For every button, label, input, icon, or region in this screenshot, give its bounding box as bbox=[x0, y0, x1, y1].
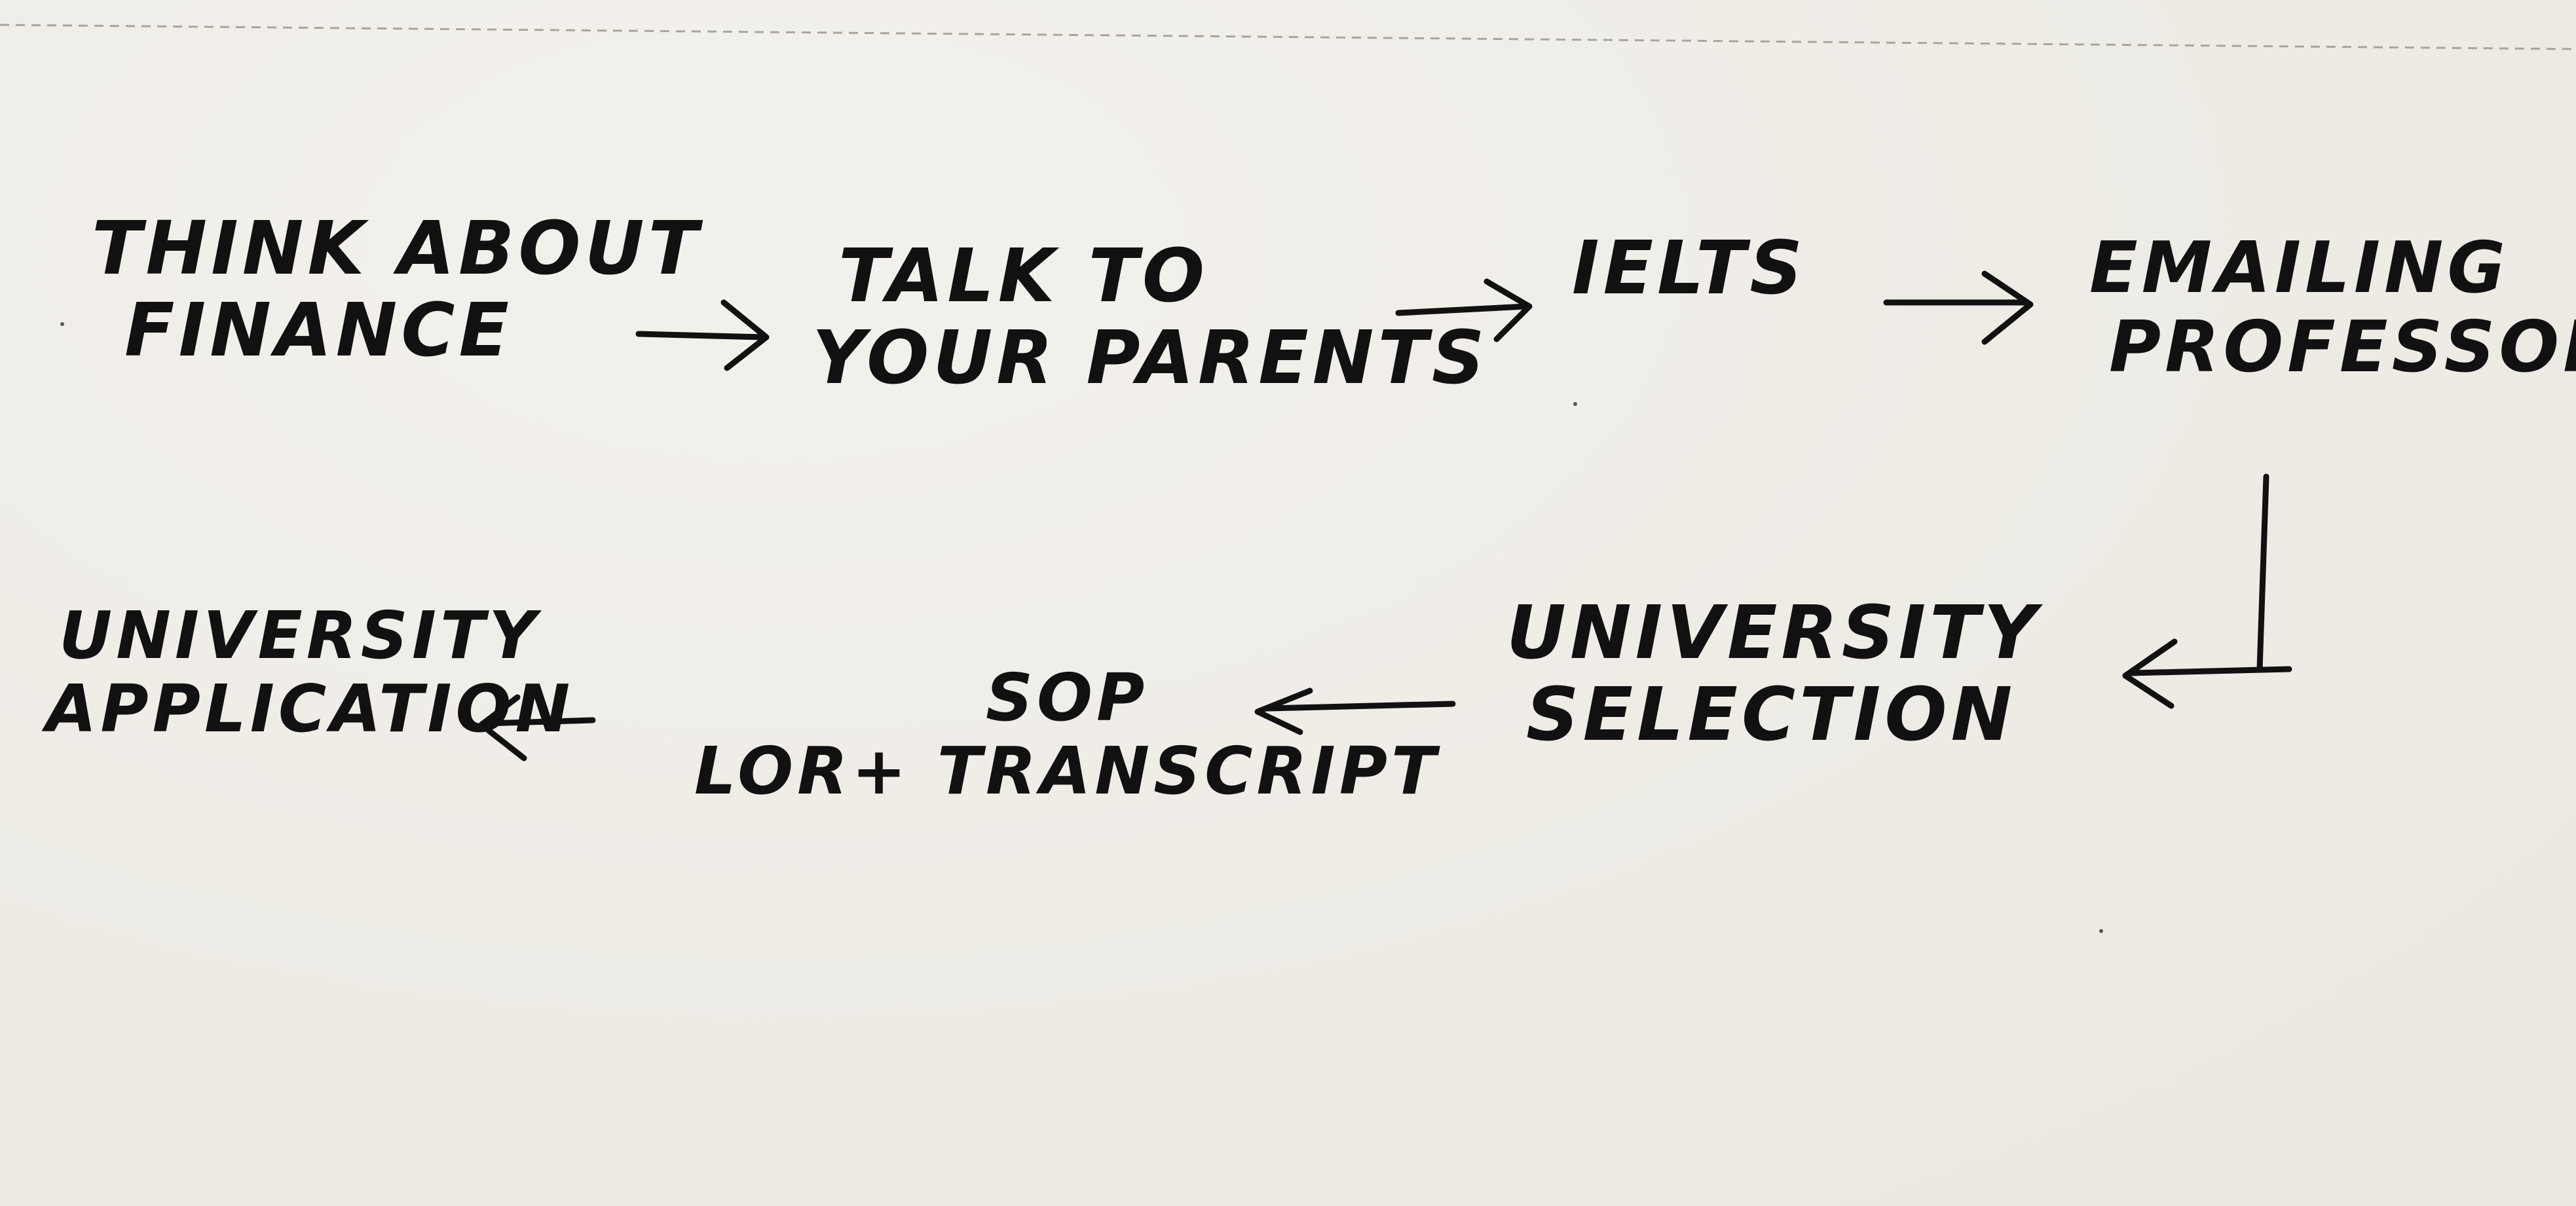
node-emailing-professors: EMAILING PROFESSORS bbox=[2089, 227, 2576, 388]
node-line: LOR+ TRANSCRIPT bbox=[694, 733, 1440, 809]
node-line: APPLICATION bbox=[46, 670, 574, 747]
paper-speck bbox=[1573, 402, 1577, 406]
paper-speck bbox=[60, 322, 64, 326]
node-line: PROFESSORS bbox=[2109, 306, 2576, 388]
node-line: UNIVERSITY bbox=[59, 597, 540, 674]
node-university-selection: UNIVERSITY SELECTION bbox=[1506, 591, 2041, 758]
node-line: SELECTION bbox=[1526, 672, 2017, 758]
node-talk-to-your-parents: TALK TO YOUR PARENTS bbox=[812, 234, 1489, 401]
arrow-professors-to-selection bbox=[2122, 473, 2292, 709]
torn-edge-perforation bbox=[0, 24, 2576, 50]
node-sop-lor-transcript: SOP LOR+ TRANSCRIPT bbox=[694, 661, 1440, 808]
node-line: IELTS bbox=[1572, 226, 1807, 311]
node-think-about-finance: THINK ABOUT FINANCE bbox=[92, 208, 702, 373]
node-line: THINK ABOUT bbox=[92, 206, 702, 291]
node-university-application: UNIVERSITY APPLICATION bbox=[46, 599, 574, 746]
node-line: EMAILING bbox=[2089, 227, 2510, 309]
arrow-ielts-to-professors bbox=[1883, 270, 2034, 345]
node-line: TALK TO bbox=[838, 234, 1209, 319]
node-ielts: IELTS bbox=[1572, 226, 1807, 311]
paper-speck bbox=[2099, 929, 2103, 933]
node-line: UNIVERSITY bbox=[1506, 591, 2041, 676]
node-line: YOUR PARENTS bbox=[812, 316, 1489, 401]
node-line: FINANCE bbox=[124, 288, 513, 374]
node-line: SOP bbox=[985, 659, 1149, 736]
